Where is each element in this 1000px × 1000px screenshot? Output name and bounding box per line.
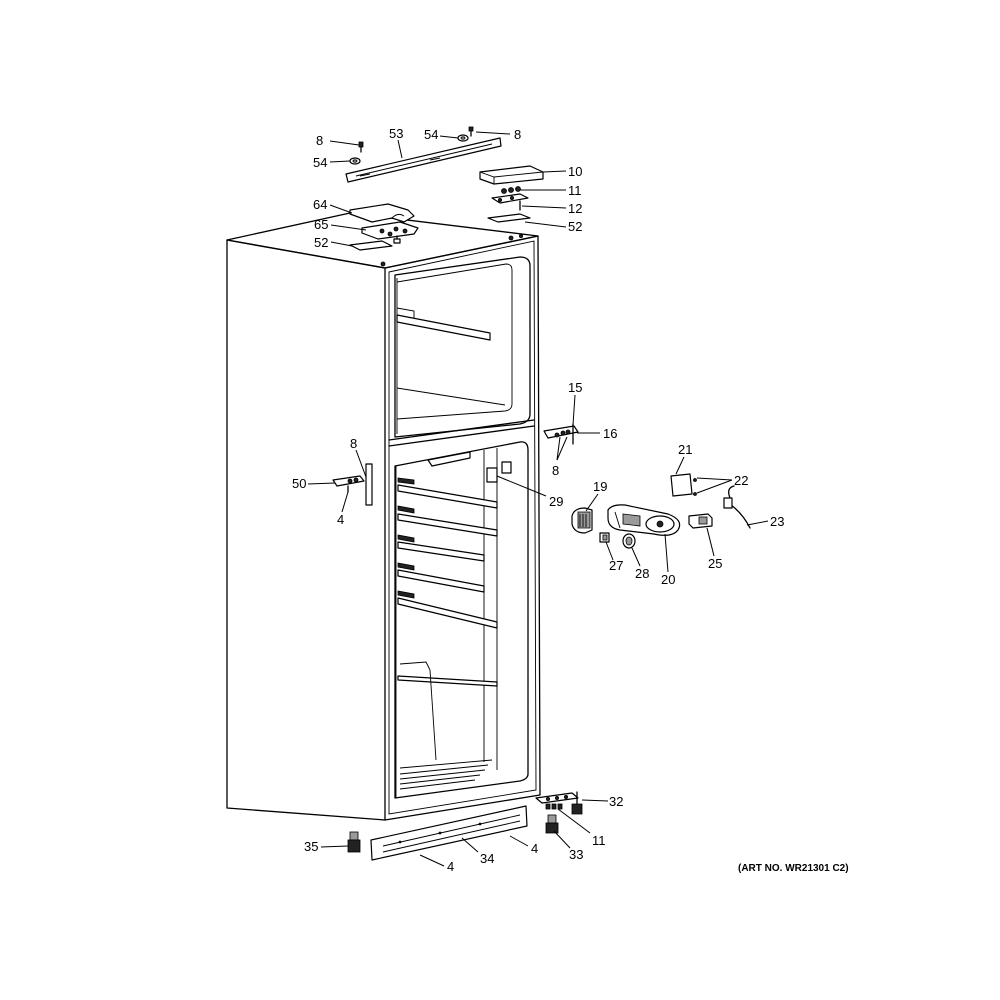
callout-21: 21 <box>678 442 692 457</box>
light-socket-19 <box>571 507 593 534</box>
callout-12: 12 <box>568 201 582 216</box>
callout-54-topright: 54 <box>424 127 438 142</box>
callout-53: 53 <box>389 126 403 141</box>
callout-8-topright: 8 <box>514 127 521 142</box>
middle-hinge-right-15 <box>543 423 579 445</box>
plate-52-right <box>487 213 531 223</box>
callout-8-mid: 8 <box>552 463 559 478</box>
callout-4-bottomright: 4 <box>531 841 538 856</box>
callout-labels: 8 53 54 8 54 10 11 12 64 65 52 52 15 16 … <box>292 126 849 874</box>
knob-28 <box>622 533 636 549</box>
clips-22 <box>693 478 697 496</box>
callout-27: 27 <box>609 558 623 573</box>
callout-23: 23 <box>770 514 784 529</box>
callout-4-left: 4 <box>337 512 344 527</box>
hinge-65 <box>361 221 419 244</box>
callout-8-left: 8 <box>350 436 357 451</box>
callout-35: 35 <box>304 839 318 854</box>
callout-11-top: 11 <box>568 183 582 198</box>
hinge-cover-64 <box>349 203 415 223</box>
callout-28: 28 <box>635 566 649 581</box>
washer-54-left <box>349 157 361 165</box>
callout-52-right: 52 <box>568 219 582 234</box>
harness-23 <box>723 485 751 529</box>
top-hinge-12 <box>491 193 529 211</box>
callout-32: 32 <box>609 794 623 809</box>
leveling-leg-35 <box>347 831 361 853</box>
callout-8-topleft: 8 <box>316 133 323 148</box>
switch-25 <box>688 513 713 529</box>
callout-64: 64 <box>313 197 327 212</box>
screw-8-topleft <box>358 141 364 153</box>
callout-65: 65 <box>314 217 328 232</box>
callout-33: 33 <box>569 847 583 862</box>
bottom-hinge-32 <box>535 791 583 815</box>
label-21 <box>670 473 693 497</box>
plate-52-left <box>349 240 393 251</box>
callout-10: 10 <box>568 164 582 179</box>
light-bulb-27 <box>599 532 610 543</box>
middle-hinge-left-50 <box>332 463 373 506</box>
screw-8-topright <box>468 126 474 137</box>
callout-4-bottom: 4 <box>447 859 454 874</box>
callout-54-left: 54 <box>313 155 327 170</box>
callout-16: 16 <box>603 426 617 441</box>
callout-34: 34 <box>480 851 494 866</box>
mullion <box>388 419 535 447</box>
top-hinge-cover-53 <box>345 137 502 183</box>
callout-52-left: 52 <box>314 235 328 250</box>
washer-54-right <box>457 134 469 142</box>
hinge-cover-10 <box>479 165 544 185</box>
art-number: (ART NO. WR21301 C2) <box>738 863 849 874</box>
callout-20: 20 <box>661 572 675 587</box>
callout-22: 22 <box>734 473 748 488</box>
screws-11-bottom <box>545 803 563 810</box>
callout-50: 50 <box>292 476 306 491</box>
freezer-compartment <box>394 256 531 438</box>
refrigerator-cabinet <box>226 212 541 821</box>
leveling-leg-33 <box>545 814 559 834</box>
control-housing-20 <box>607 504 681 536</box>
leader-lines <box>307 131 769 867</box>
fresh-food-compartment <box>394 441 529 799</box>
base-grille-34 <box>370 805 528 861</box>
callout-19: 19 <box>593 479 607 494</box>
callout-11-bottom: 11 <box>592 833 606 848</box>
screws-11-top <box>501 186 521 194</box>
callout-15: 15 <box>568 380 582 395</box>
callout-25: 25 <box>708 556 722 571</box>
callout-29: 29 <box>549 494 563 509</box>
